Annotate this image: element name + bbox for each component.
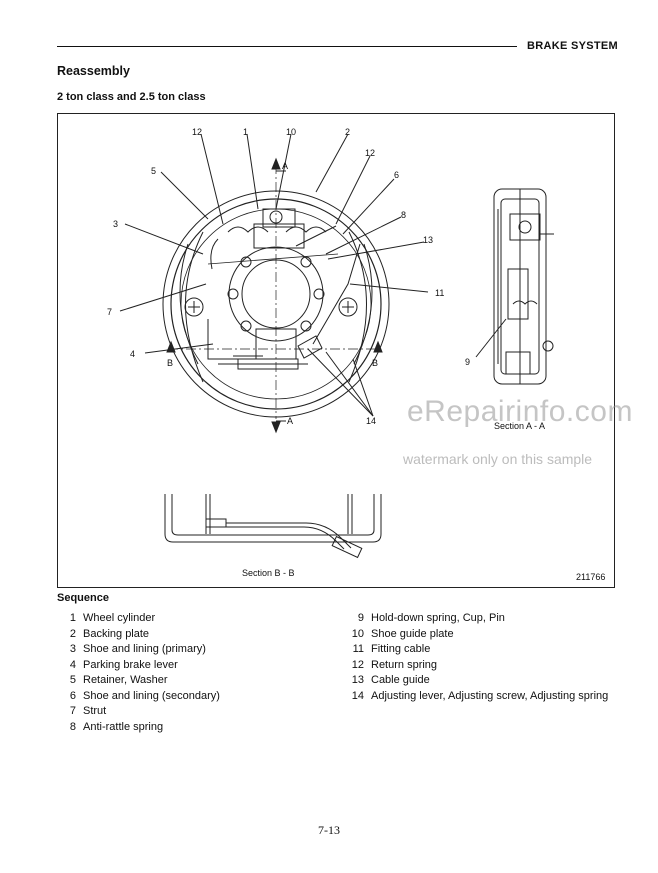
callout-13: 13 — [423, 235, 433, 245]
sequence-title: Sequence — [57, 592, 109, 604]
item-number: 10 — [351, 627, 364, 640]
watermark-sub: watermark only on this sample — [403, 451, 593, 467]
figure-number: 211766 — [576, 572, 605, 582]
item-number: 3 — [69, 643, 76, 655]
list-item: 1 Wheel cylinder — [57, 611, 337, 627]
list-item: 9 Hold-down spring, Cup, Pin — [345, 611, 615, 627]
item-number: 8 — [69, 720, 76, 733]
brake-drawing: 12 1 10 2 12 5 6 3 8 13 11 7 4 B B A A 1… — [107, 127, 605, 582]
item-number: 1 — [69, 612, 76, 624]
section-a-bottom: A — [287, 416, 293, 426]
item-number: 7 — [69, 705, 76, 717]
callout-12b: 12 — [365, 148, 375, 158]
list-item: 7 Strut — [57, 704, 337, 720]
item-name: Strut — [83, 705, 107, 717]
item-number: 4 — [69, 658, 76, 671]
list-item: 11 Fitting cable — [345, 642, 615, 658]
item-name: Backing plate — [83, 627, 150, 640]
section-bb-view — [164, 494, 382, 543]
callout-7: 7 — [107, 307, 112, 317]
list-item: 12 Return spring — [345, 658, 615, 674]
list-item: 5 Retainer, Washer — [57, 673, 337, 689]
list-item: 4 Parking brake lever — [57, 658, 337, 674]
item-number: 13 — [351, 674, 364, 686]
callout-1: 1 — [243, 127, 248, 137]
header-title: BRAKE SYSTEM — [527, 40, 618, 52]
section-b-left: B — [167, 358, 173, 368]
backing-plate-rim — [170, 198, 382, 410]
wheel-cylinder — [253, 223, 305, 249]
callout-4: 4 — [130, 349, 135, 359]
section-bb-label: Section B - B — [242, 568, 295, 578]
list-item: 3 Shoe and lining (primary) — [57, 642, 337, 658]
item-name: Return spring — [371, 658, 438, 671]
list-item: 10 Shoe guide plate — [345, 627, 615, 643]
callout-8: 8 — [401, 210, 406, 220]
item-number: 6 — [69, 689, 76, 702]
item-name: Shoe and lining (secondary) — [83, 689, 220, 702]
item-name: Adjusting lever, Adjusting screw, Adjust… — [371, 689, 609, 702]
item-number: 5 — [69, 674, 76, 686]
list-item: 2 Backing plate — [57, 627, 337, 643]
watermark-main: eRepairinfo.com — [407, 395, 633, 428]
subsection-title: 2 ton class and 2.5 ton class — [57, 91, 206, 103]
item-name: Hold-down spring, Cup, Pin — [371, 612, 505, 624]
callout-12: 12 — [192, 127, 202, 137]
section-a-top: A — [282, 161, 288, 171]
item-number: 12 — [351, 658, 364, 671]
section-title: Reassembly — [57, 64, 130, 78]
callout-3: 3 — [113, 219, 118, 229]
item-name: Anti-rattle spring — [83, 720, 164, 733]
item-name: Retainer, Washer — [83, 674, 168, 686]
callout-11: 11 — [435, 288, 444, 298]
brake-assembly-figure: 12 1 10 2 12 5 6 3 8 13 11 7 4 B B A A 1… — [57, 113, 615, 588]
section-b-right: B — [372, 358, 378, 368]
item-number: 14 — [351, 689, 364, 702]
item-name: Shoe and lining (primary) — [83, 643, 206, 655]
list-item: 8 Anti-rattle spring — [57, 720, 337, 736]
section-aa-label: Section A - A — [494, 421, 545, 431]
item-name: Shoe guide plate — [371, 627, 454, 640]
callout-10: 10 — [286, 127, 296, 137]
item-name: Wheel cylinder — [83, 612, 156, 624]
item-name: Parking brake lever — [83, 658, 178, 671]
sequence-list-right: 9 Hold-down spring, Cup, Pin 10 Shoe guide… — [345, 611, 615, 704]
list-item: 13 Cable guide — [345, 673, 615, 689]
header-rule — [57, 46, 517, 47]
item-name: Cable guide — [371, 674, 430, 686]
item-number: 2 — [69, 627, 76, 640]
list-item: 6 Shoe and lining (secondary) — [57, 689, 337, 705]
list-item: 14 Adjusting lever, Adjusting screw, Adju… — [345, 689, 615, 705]
item-number: 11 — [352, 643, 364, 655]
item-name: Fitting cable — [371, 643, 431, 655]
callout-5: 5 — [151, 166, 156, 176]
item-number: 9 — [357, 612, 364, 624]
callout-2: 2 — [345, 127, 350, 137]
callout-6: 6 — [394, 170, 399, 180]
callout-9: 9 — [465, 357, 470, 367]
callout-14: 14 — [366, 416, 376, 426]
page-number: 7-13 — [318, 823, 340, 837]
